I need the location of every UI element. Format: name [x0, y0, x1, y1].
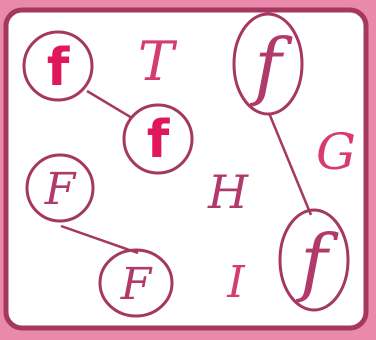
- ring-f-script-bottom-right[interactable]: [278, 208, 350, 312]
- letter-f-bold-top-left[interactable]: f: [46, 38, 70, 98]
- letter-F-script-bottom[interactable]: F: [120, 259, 152, 310]
- letter-F-script-left[interactable]: F: [44, 164, 76, 215]
- ring-f-bold-top-left[interactable]: [22, 30, 94, 102]
- letter-G-loose[interactable]: G: [316, 123, 356, 181]
- match-line-F-script: [60, 224, 139, 255]
- game-card: [3, 7, 369, 331]
- letter-f-bold-mid[interactable]: f: [146, 110, 170, 170]
- ring-f-script-top-right[interactable]: [232, 12, 304, 116]
- letter-H-loose[interactable]: H: [207, 165, 249, 219]
- letter-T-loose[interactable]: T: [137, 30, 175, 93]
- letter-I-loose[interactable]: I: [227, 257, 245, 308]
- letter-f-script-top-right[interactable]: f: [254, 23, 282, 109]
- match-line-f-script: [267, 112, 313, 216]
- match-line-f-bold: [86, 89, 133, 120]
- letter-f-script-bottom-right[interactable]: f: [300, 219, 328, 305]
- ring-F-script-left[interactable]: [25, 153, 95, 223]
- ring-f-bold-mid[interactable]: [122, 103, 194, 175]
- ring-F-script-bottom[interactable]: [98, 248, 174, 318]
